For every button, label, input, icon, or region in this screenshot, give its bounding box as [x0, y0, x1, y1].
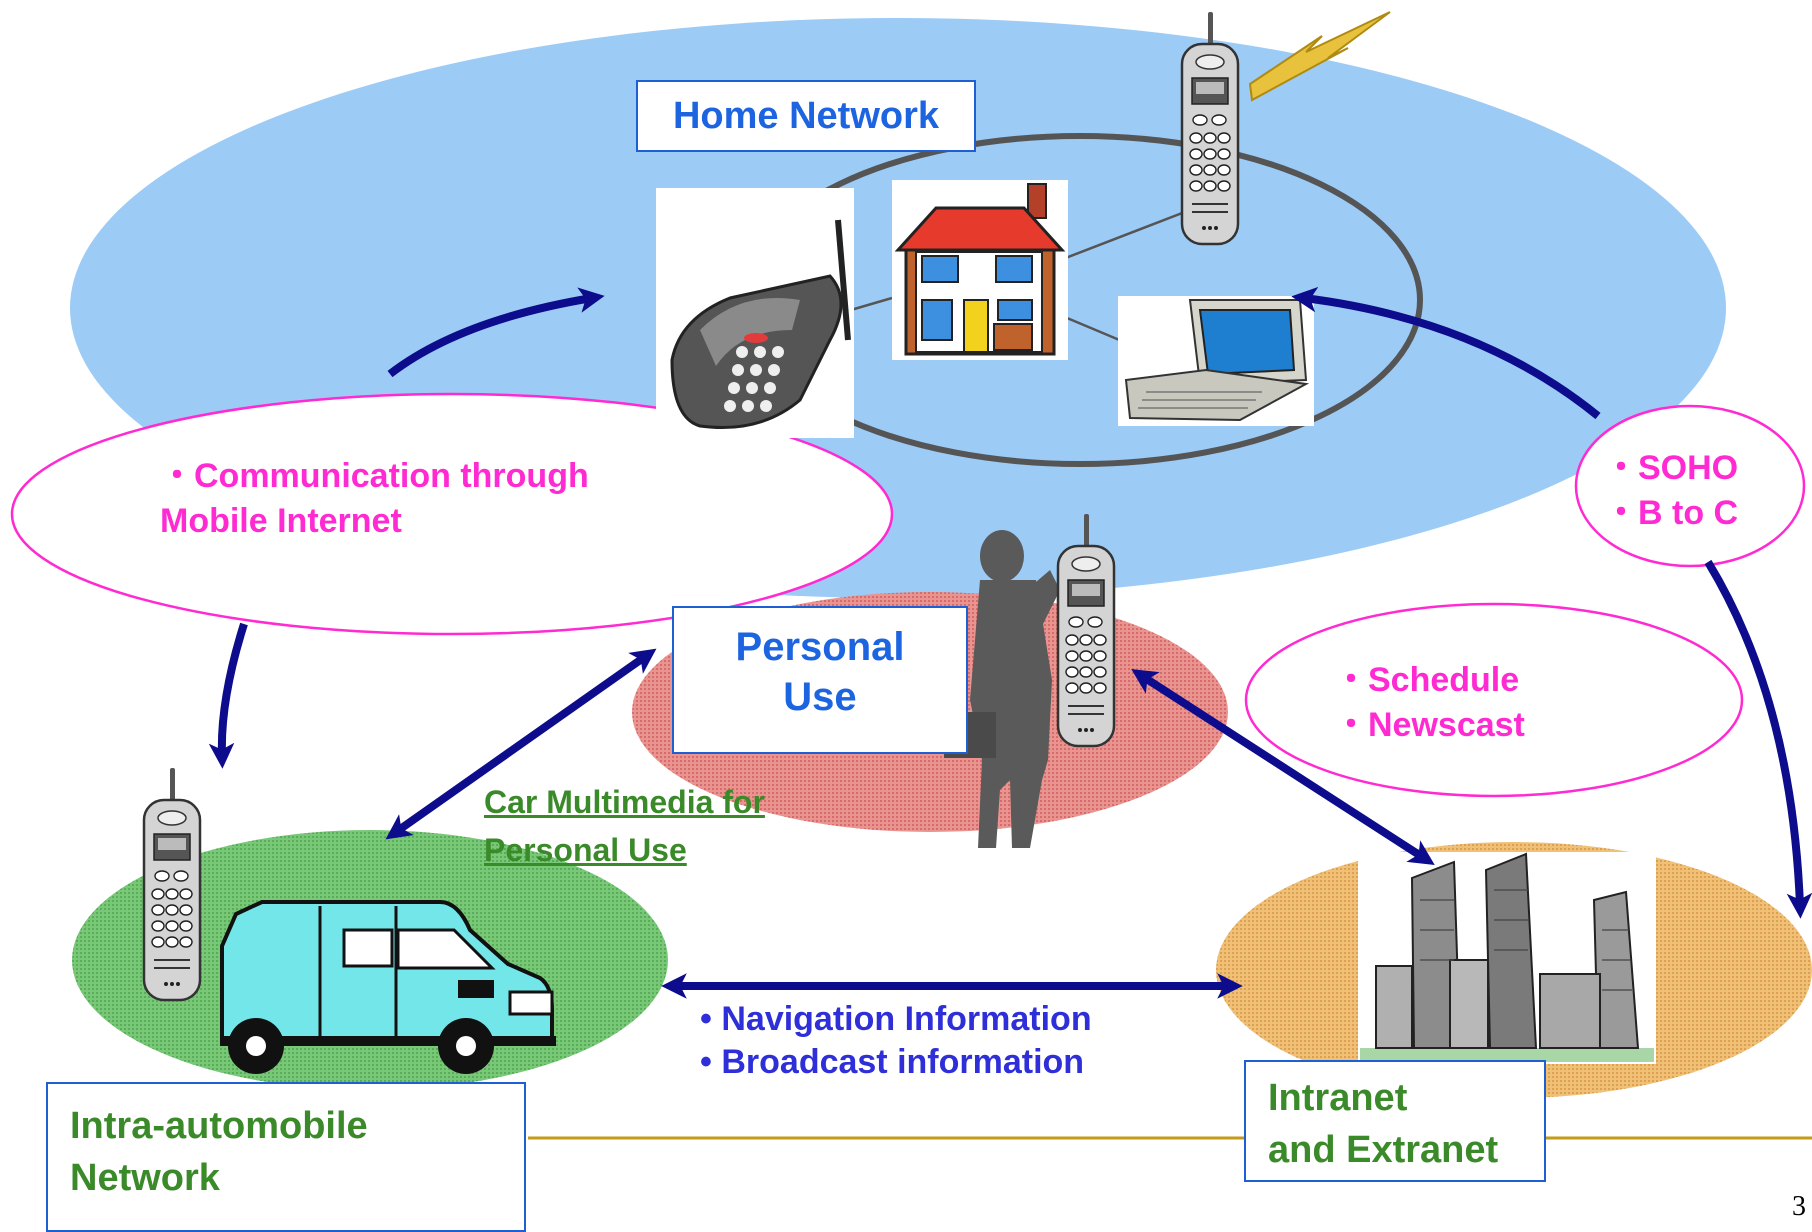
- office-buildings-icon: [1358, 852, 1656, 1064]
- navigation-line2: • Broadcast information: [700, 1043, 1085, 1081]
- intranet-line1: Intranet: [1268, 1077, 1408, 1119]
- intra-automobile-line2: Network: [70, 1157, 220, 1199]
- intranet-line2: and Extranet: [1268, 1129, 1499, 1171]
- car-multimedia-annotation: Car Multimedia for Personal Use: [484, 778, 765, 874]
- soho-line2: ・B to C: [1604, 494, 1739, 532]
- navigation-line1: • Navigation Information: [700, 1000, 1092, 1038]
- van-icon: [220, 900, 556, 1074]
- mobile-phone-icon: [142, 766, 202, 1002]
- arrow-communication-to-car: [208, 622, 248, 769]
- mobile-phone-icon: [1180, 10, 1240, 246]
- personal-use-line1: Personal: [735, 625, 905, 669]
- arrow-car-personal: [385, 648, 657, 840]
- schedule-line1: ・Schedule: [1334, 661, 1520, 699]
- intra-automobile-line1: Intra-automobile: [70, 1105, 368, 1147]
- intra-automobile-label: Intra-automobile Network: [46, 1082, 526, 1232]
- communication-line1: ・Communication through: [160, 457, 589, 495]
- car-multimedia-line2: Personal Use: [484, 832, 687, 868]
- mobile-phone-icon: [1056, 512, 1116, 748]
- home-network-label: Home Network: [636, 80, 976, 152]
- communication-annotation: ・Communication through Mobile Internet: [160, 454, 589, 544]
- page-number: 3: [1792, 1191, 1806, 1222]
- arrow-personal-intranet: [1131, 669, 1435, 865]
- lightning-icon: [1248, 11, 1391, 102]
- businessman-icon: [944, 530, 1060, 848]
- car-multimedia-line1: Car Multimedia for: [484, 784, 765, 820]
- cordless-phone-icon: [656, 188, 854, 438]
- communication-bubble: [10, 392, 894, 636]
- house-phone-link: [1049, 208, 1191, 266]
- schedule-annotation: ・Schedule ・Newscast: [1334, 658, 1525, 748]
- arrow-soho-to-intranet: [1704, 559, 1812, 919]
- personal-use-line2: Use: [783, 675, 857, 719]
- soho-annotation: ・SOHO ・B to C: [1604, 446, 1738, 536]
- house-icon: [892, 180, 1068, 360]
- communication-line2: Mobile Internet: [160, 502, 402, 540]
- intranet-label: Intranet and Extranet: [1244, 1060, 1546, 1182]
- arrow-communication-to-home: [387, 287, 605, 378]
- personal-use-label: Personal Use: [672, 606, 968, 754]
- schedule-line2: ・Newscast: [1334, 706, 1525, 744]
- soho-bubble: [1574, 404, 1806, 568]
- arrow-home-to-soho: [1291, 286, 1601, 420]
- soho-line1: ・SOHO: [1604, 449, 1739, 487]
- navigation-annotation: • Navigation Information • Broadcast inf…: [700, 998, 1092, 1084]
- laptop-icon: [1118, 296, 1314, 426]
